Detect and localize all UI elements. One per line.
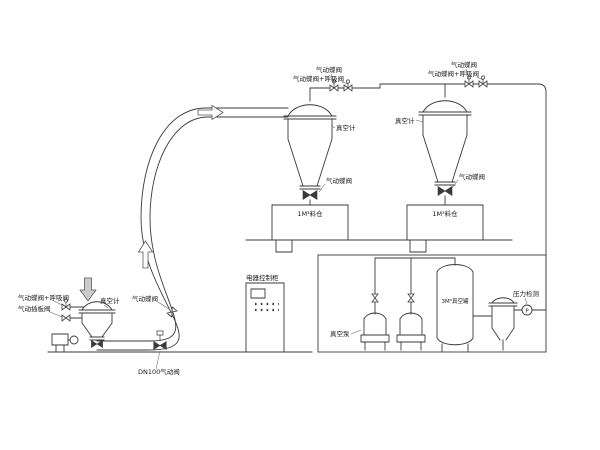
breather-valve-icon bbox=[478, 75, 488, 88]
breather-valve-icon bbox=[343, 79, 353, 92]
pressure-gauge: P 压力检测 bbox=[513, 289, 540, 316]
gate-valve-icon bbox=[61, 314, 71, 322]
storage-bin-2 bbox=[406, 204, 484, 253]
valve-top-label: 气动蝶阀 bbox=[316, 65, 342, 74]
cyclone-receiver-1: 1M³料仓 气动蝶阀 气动蝶阀+呼吸阀 真空计 气动蝶阀 bbox=[271, 65, 356, 253]
storage-bin-1 bbox=[271, 204, 349, 253]
vacuum-station-enclosure bbox=[317, 254, 547, 353]
feeding-station: 气动蝶阀+呼吸阀 气动插板阀 真空计 气动蝶阀 DN100气动阀 bbox=[18, 293, 180, 376]
pipe-wall-inner bbox=[96, 116, 289, 342]
vacuum-pump-2 bbox=[396, 312, 426, 351]
check-valve-icon bbox=[407, 293, 415, 303]
flow-arrow-right-icon bbox=[197, 104, 224, 121]
vacuum-pump-1 bbox=[360, 312, 390, 351]
bin-2-label: 1M³料仓 bbox=[432, 209, 458, 218]
conveying-pipe bbox=[96, 107, 289, 351]
feeder-motor-icon bbox=[69, 335, 79, 345]
valve-discharge-label: 气动蝶阀 bbox=[459, 172, 485, 181]
pressure-label: 压力检测 bbox=[513, 289, 540, 298]
dn100-valve-icon bbox=[153, 341, 167, 350]
valve-top-label: 气动蝶阀 bbox=[451, 60, 477, 69]
gauge-letter: P bbox=[525, 309, 529, 315]
bin-1-label: 1M³料仓 bbox=[297, 209, 323, 218]
discharge-butterfly-valve-icon bbox=[302, 190, 318, 200]
discharge-butterfly-valve-icon bbox=[437, 186, 453, 196]
dn100-valve bbox=[153, 330, 167, 350]
indicator-lights bbox=[255, 302, 279, 312]
check-valve-icon bbox=[371, 293, 379, 303]
vacuum-tank: 3M³真空罐 bbox=[436, 257, 474, 352]
vacuum-gauge-label: 真空计 bbox=[395, 116, 415, 125]
flow-arrow-up-icon bbox=[137, 240, 154, 269]
valve-dn100-label: DN100气动阀 bbox=[138, 367, 180, 376]
filter-separator bbox=[472, 297, 518, 351]
pressure-gauge-icon bbox=[521, 304, 533, 316]
vacuum-header-pipe bbox=[309, 75, 547, 311]
cabinet-title: 电器控制柜 bbox=[246, 273, 279, 282]
tank-label: 3M³真空罐 bbox=[442, 297, 469, 305]
pipe-wall-outer bbox=[96, 107, 289, 351]
vacuum-gauge-label: 真空计 bbox=[336, 123, 356, 132]
hopper-discharge-valve-icon bbox=[91, 340, 103, 348]
valve-breather-label: 气动蝶阀+呼吸阀 bbox=[18, 293, 69, 302]
cyclone-receiver-2: 1M³料仓 气动蝶阀 气动蝶阀+呼吸阀 真空计 气动蝶阀 bbox=[395, 60, 485, 253]
valve-gate-label: 气动插板阀 bbox=[18, 304, 51, 313]
valve-discharge-label: 气动蝶阀 bbox=[326, 176, 352, 185]
valve-line-label: 气动蝶阀 bbox=[132, 294, 158, 303]
pump-header-pipe bbox=[374, 257, 456, 315]
control-cabinet: 电器控制柜 bbox=[245, 273, 285, 353]
feed-arrow-down-icon bbox=[79, 277, 97, 302]
vacuum-gauge-label: 真空计 bbox=[100, 296, 120, 305]
vacuum-station: 3M³真空罐 P 压力检测 真空泵 bbox=[317, 254, 547, 353]
valve-breather-label: 气动蝶阀+呼吸阀 bbox=[293, 74, 344, 83]
pump-label: 真空泵 bbox=[330, 329, 350, 338]
valve-breather-label: 气动蝶阀+呼吸阀 bbox=[428, 69, 479, 78]
